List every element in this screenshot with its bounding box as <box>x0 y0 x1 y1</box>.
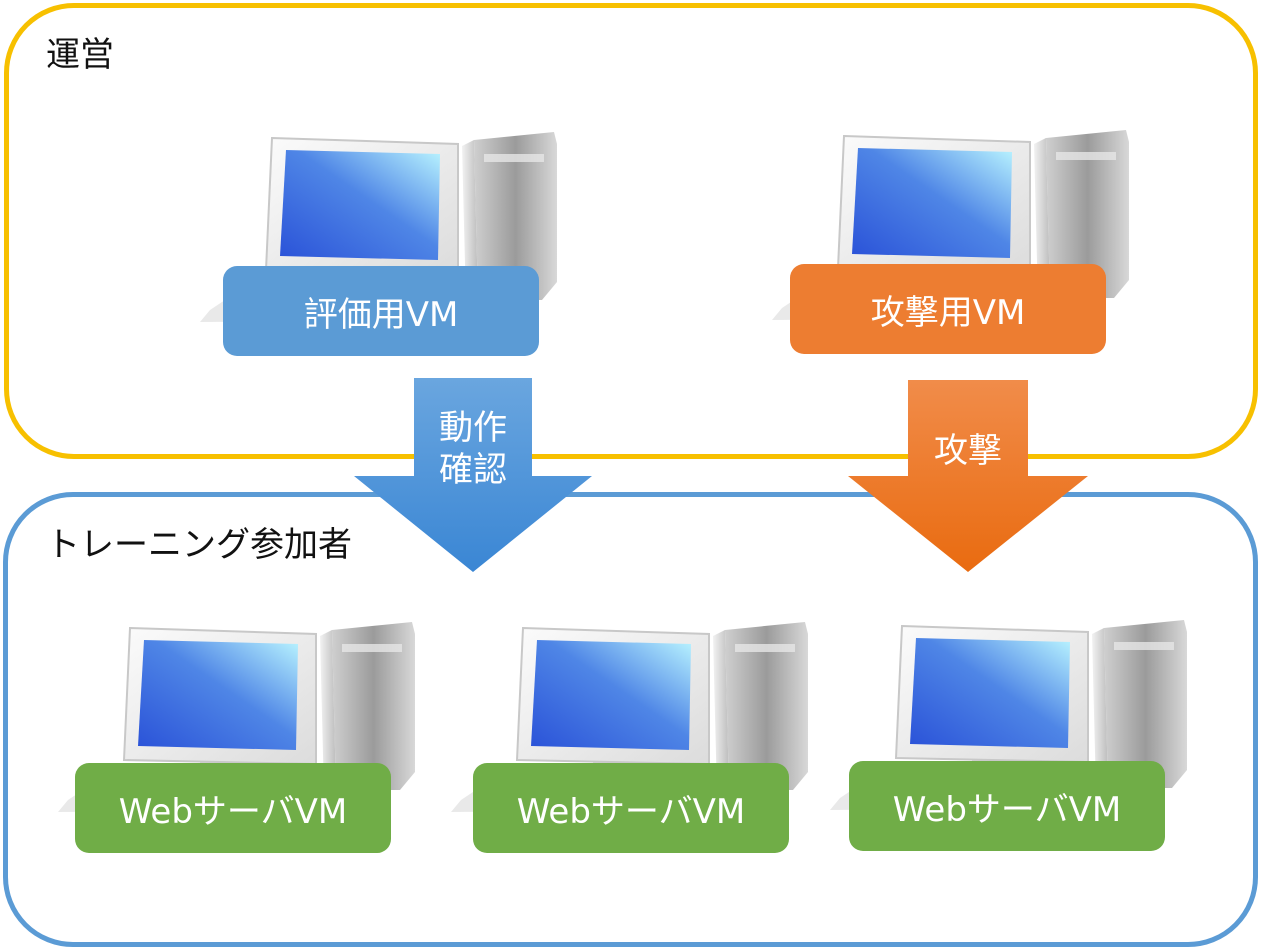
check-arrow-label: 動作 確認 <box>418 407 528 491</box>
trainees-title: トレーニング参加者 <box>46 525 352 565</box>
web-vm-label-3: WebサーバVM <box>849 761 1165 851</box>
operations-title: 運営 <box>46 35 114 75</box>
check-arrow-label-line2: 確認 <box>439 450 507 490</box>
check-arrow-label-line1: 動作 <box>439 408 507 448</box>
attack-arrow-label: 攻撃 <box>934 431 1002 471</box>
web-vm-label-1: WebサーバVM <box>75 763 391 853</box>
attack-vm-label: 攻撃用VM <box>790 264 1106 354</box>
attack-arrow <box>848 380 1088 572</box>
eval-vm-label: 評価用VM <box>223 266 539 356</box>
check-arrow <box>354 378 592 572</box>
web-vm-label-2: WebサーバVM <box>473 763 789 853</box>
